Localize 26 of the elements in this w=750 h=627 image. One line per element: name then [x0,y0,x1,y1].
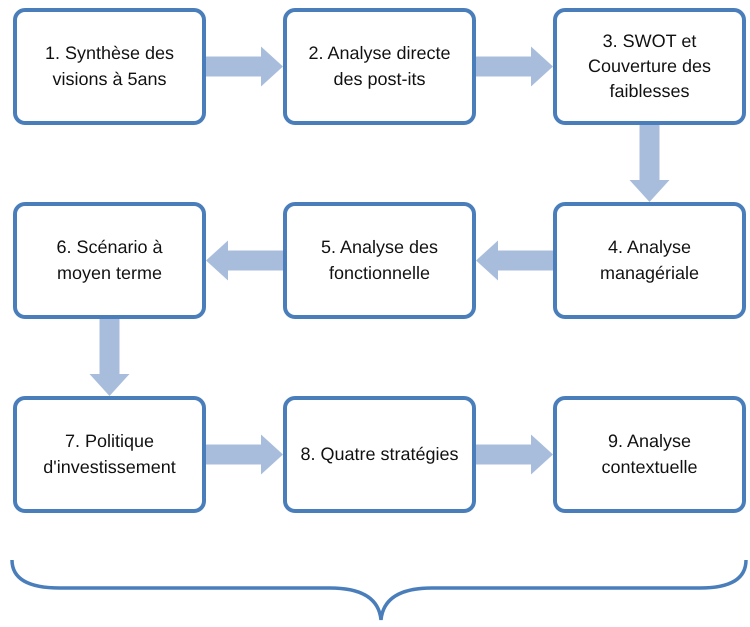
step-label: 9. Analyse contextuelle [600,430,699,478]
step-label: 8. Quatre stratégies [300,442,459,466]
step-label: 5. Analyse des fonctionnelle [320,236,440,284]
block-arrow [476,434,553,474]
process-box [13,396,206,513]
process-box [553,396,746,513]
block-arrow [476,46,553,86]
process-box [13,8,206,125]
block-arrow [206,240,283,280]
process-box [553,8,746,125]
step-label: 6. Scénario à moyen terme [55,236,164,285]
process-box [283,8,476,125]
process-box [283,396,476,513]
block-arrow [90,319,130,396]
step-label: 1. Synthèse des visions à 5ans [44,42,176,90]
process-box [13,202,206,319]
block-arrow [630,125,670,202]
process-box [283,202,476,319]
step-label: 2. Analyse directe des post-its [307,42,452,91]
block-arrow [476,240,553,280]
block-arrow [206,434,283,474]
block-arrow [206,46,283,86]
process-box [553,202,746,319]
step-label: 7. Politique d'investissement [42,430,177,478]
step-label: 3. SWOT et Couverture des faiblesses [586,30,712,104]
step-label: 4. Analyse managériale [598,236,700,285]
